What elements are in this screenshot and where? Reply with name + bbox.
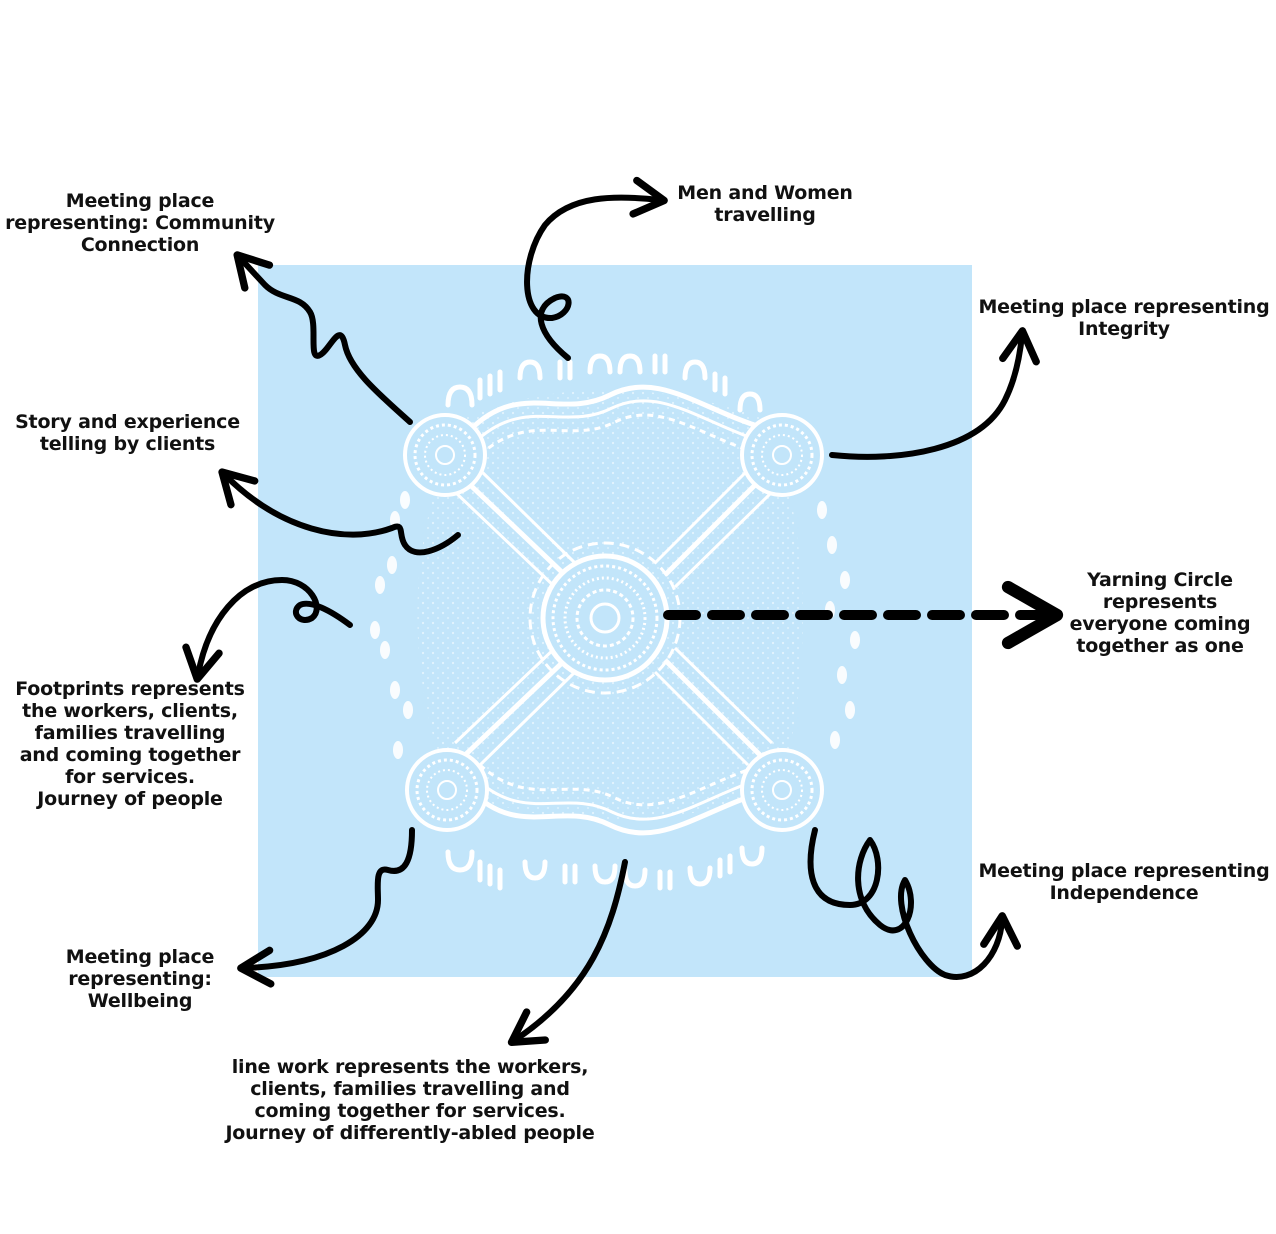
annotation-arrows	[182, 176, 1064, 1047]
meeting-place-top-left	[403, 413, 487, 497]
arrow-linework	[507, 859, 628, 1047]
label-line: representing: Community	[5, 212, 275, 234]
arrow-men-women	[524, 176, 668, 361]
label-line: Footprints represents	[15, 678, 245, 700]
label-line: Meeting place representing	[978, 860, 1270, 882]
label-story-telling: Story and experience telling by clients	[5, 411, 250, 455]
meeting-place-bottom-left	[405, 748, 489, 832]
label-line: Independence	[1049, 882, 1199, 904]
arrow-wellbeing	[237, 827, 415, 988]
arrow-community	[233, 251, 413, 425]
label-line: representing:	[68, 968, 212, 990]
label-line: Yarning Circle	[1087, 569, 1233, 591]
label-line-work: line work represents the workers, client…	[200, 1056, 620, 1144]
label-independence: Meeting place representing Independence	[975, 860, 1273, 904]
label-line: telling by clients	[39, 433, 216, 455]
label-line: and coming together	[19, 744, 241, 766]
aboriginal-artwork	[370, 353, 860, 891]
label-line: the workers, clients,	[22, 700, 238, 722]
arrow-story	[218, 468, 461, 556]
label-line: Meeting place representing	[978, 296, 1270, 318]
label-wellbeing: Meeting place representing: Wellbeing	[40, 946, 240, 1012]
label-line: coming together for services.	[254, 1100, 566, 1122]
label-line: line work represents the workers,	[231, 1056, 589, 1078]
label-line: families travelling	[34, 722, 226, 744]
label-line: Men and Women	[677, 182, 853, 204]
label-yarning-circle: Yarning Circle represents everyone comin…	[1060, 569, 1260, 657]
arrow-integrity	[829, 327, 1040, 460]
label-men-women: Men and Women travelling	[665, 182, 865, 226]
label-line: Journey of people	[37, 788, 223, 810]
label-footprints: Footprints represents the workers, clien…	[5, 678, 255, 810]
label-community-connection: Meeting place representing: Community Co…	[0, 190, 280, 256]
meeting-place-bottom-right	[740, 748, 824, 832]
label-line: Meeting place	[65, 190, 215, 212]
arrow-independence	[807, 827, 1021, 980]
label-integrity: Meeting place representing Integrity	[975, 296, 1273, 340]
label-line: clients, families travelling and	[250, 1078, 570, 1100]
label-line: represents	[1102, 591, 1218, 613]
meeting-place-top-right	[740, 413, 824, 497]
label-line: travelling	[714, 204, 816, 226]
label-line: Wellbeing	[87, 990, 193, 1012]
label-line: together as one	[1076, 635, 1244, 657]
label-line: everyone coming	[1069, 613, 1251, 635]
label-line: Story and experience	[15, 411, 240, 433]
label-line: for services.	[65, 766, 195, 788]
label-line: Integrity	[1078, 318, 1170, 340]
arrow-footprints	[182, 577, 353, 683]
label-line: Meeting place	[65, 946, 215, 968]
label-line: Journey of differently-abled people	[225, 1122, 595, 1144]
label-line: Connection	[80, 234, 200, 256]
